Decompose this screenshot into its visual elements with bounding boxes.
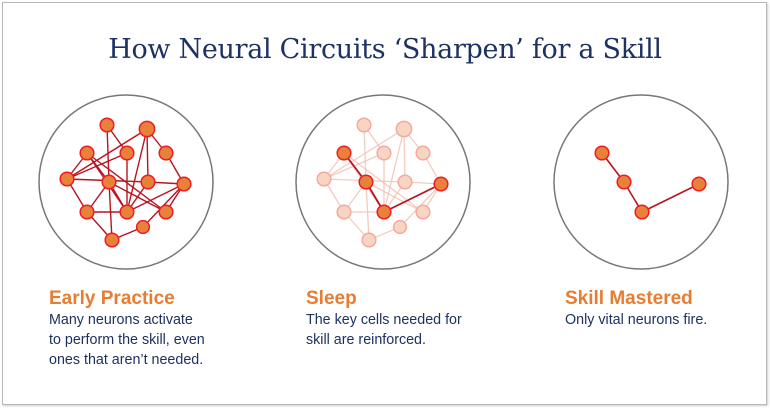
synapse-edge [126, 128, 148, 213]
neuron-node [395, 120, 413, 138]
figure-title: How Neural Circuits ‘Sharpen’ for a Skil… [108, 34, 662, 65]
neuron-node [356, 117, 372, 133]
synapse-edge [66, 128, 148, 180]
neuron-node [358, 174, 374, 190]
synapse-edge [641, 183, 700, 213]
synapse-edge [108, 181, 167, 213]
neuron-node [79, 145, 95, 161]
neuron-node [415, 145, 431, 161]
caption-line: to perform the skill, even [49, 332, 205, 348]
synapse-edge [383, 128, 405, 213]
synapse-edge [86, 152, 167, 213]
caption-sleep: Sleep The key cells needed for skill are… [306, 288, 546, 350]
synapse-edge [365, 181, 370, 241]
neuron-node [79, 204, 95, 220]
caption-line: The key cells needed for [306, 312, 462, 328]
neuron-node [376, 145, 392, 161]
neuron-node [616, 174, 632, 190]
neuron-node [316, 171, 332, 187]
neuron-node [101, 174, 117, 190]
caption-line: Many neurons activate [49, 312, 193, 328]
caption-early-practice: Early Practice Many neurons activate to … [49, 288, 289, 370]
neuron-node [59, 171, 75, 187]
synapse-edge [108, 181, 113, 241]
neuron-node [119, 204, 135, 220]
neuron-node [176, 176, 192, 192]
neuron-node [158, 145, 174, 161]
synapse-edge [146, 128, 149, 183]
neuron-node [634, 204, 650, 220]
neuron-node [336, 145, 352, 161]
synapse-edge [66, 152, 128, 180]
synapse-edge [403, 128, 406, 183]
neuron-node [140, 174, 156, 190]
neuron-node [135, 219, 151, 235]
caption-heading: Sleep [306, 288, 357, 309]
synapse-edge [126, 183, 185, 213]
synapse-edge [323, 128, 405, 180]
neuron-node [158, 204, 174, 220]
neuron-node [392, 219, 408, 235]
neuron-node [104, 232, 120, 248]
neuron-node [691, 176, 707, 192]
panel-circle [553, 94, 729, 270]
caption-line: ones that aren’t needed. [49, 352, 204, 368]
neuron-node [99, 117, 115, 133]
caption-heading: Early Practice [49, 288, 175, 309]
neuron-node [336, 204, 352, 220]
caption-skill-mastered: Skill Mastered Only vital neurons fire. [565, 288, 770, 330]
synapse-edge [343, 152, 424, 213]
synapse-edge [383, 183, 442, 213]
neuron-node [397, 174, 413, 190]
neuron-node [594, 145, 610, 161]
neuron-node [433, 176, 449, 192]
neuron-node [361, 232, 377, 248]
synapse-edge [365, 181, 424, 213]
neuron-node [415, 204, 431, 220]
caption-heading: Skill Mastered [565, 288, 693, 309]
caption-line: Only vital neurons fire. [565, 312, 708, 328]
neuron-node [376, 204, 392, 220]
figure-frame [2, 2, 767, 405]
neuron-node [119, 145, 135, 161]
caption-line: skill are reinforced. [306, 332, 426, 348]
neuron-node [138, 120, 156, 138]
